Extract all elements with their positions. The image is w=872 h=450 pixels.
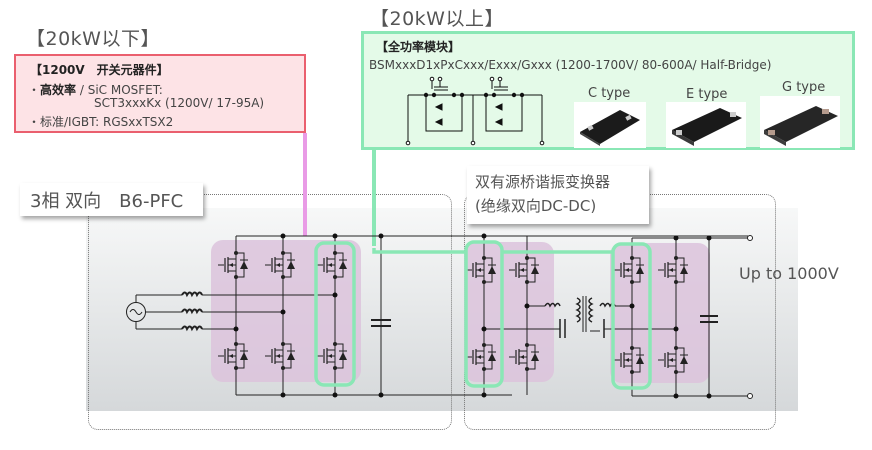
c-type-module-image [574, 102, 646, 148]
pfc-label: 3相 双向 B6-PFC [30, 191, 184, 212]
left-section-title: 【20kW以下】 [26, 28, 160, 50]
dab-label-line2: (绝缘双向DC-DC) [475, 197, 597, 215]
module-part-line: BSMxxxD1xPxCxxx/Exxx/Gxxx (1200-1700V/ 8… [369, 58, 772, 72]
power-module-box: 【全功率模块】 BSMxxxD1xPxCxxx/Exxx/Gxxx (1200-… [361, 31, 855, 150]
dab-primary-switch-group [464, 242, 554, 382]
pfc-leg-highlight [314, 241, 356, 387]
e-type-module-image [666, 102, 746, 148]
pink-connector [303, 133, 307, 236]
switching-devices-heading: 【1200V 开关元器件】 [30, 63, 169, 77]
sic-part-number: SCT3xxxKx (1200V/ 17-95A) [94, 96, 265, 110]
bullet: ・ [28, 115, 41, 129]
output-voltage-label: Up to 1000V [739, 264, 839, 283]
g-type-label: G type [782, 80, 826, 95]
high-efficiency-label: 高效率 [40, 83, 77, 97]
green-connector [372, 150, 376, 246]
igbt-text: 标准/IGBT: RGSxxTSX2 [40, 115, 174, 129]
power-module-heading: 【全功率模块】 [376, 40, 461, 54]
bullet: ・ [28, 83, 41, 97]
pfc-region-outline [88, 194, 452, 430]
dab-primary-leg-highlight [464, 240, 504, 388]
dab-secondary-leg-highlight [611, 242, 652, 390]
c-type-label: C type [588, 86, 631, 101]
sic-mosfet-text: / SiC MOSFET: [76, 83, 163, 97]
e-type-label: E type [686, 87, 728, 102]
half-bridge-schematic [405, 76, 545, 146]
dab-label-card: 双有源桥谐振变换器 (绝缘双向DC-DC) [467, 166, 649, 224]
switching-devices-box: 【1200V 开关元器件】 ・高效率 / SiC MOSFET: SCT3xxx… [14, 54, 306, 133]
dab-label-line1: 双有源桥谐振变换器 [475, 173, 611, 191]
sic-mosfet-line: ・高效率 / SiC MOSFET: [28, 81, 163, 98]
pfc-label-card: 3相 双向 B6-PFC [20, 183, 203, 216]
igbt-line: ・标准/IGBT: RGSxxTSX2 [28, 113, 173, 130]
g-type-module-image [760, 96, 840, 148]
right-section-title: 【20kW以上】 [370, 8, 504, 30]
pfc-switch-group [211, 240, 361, 382]
